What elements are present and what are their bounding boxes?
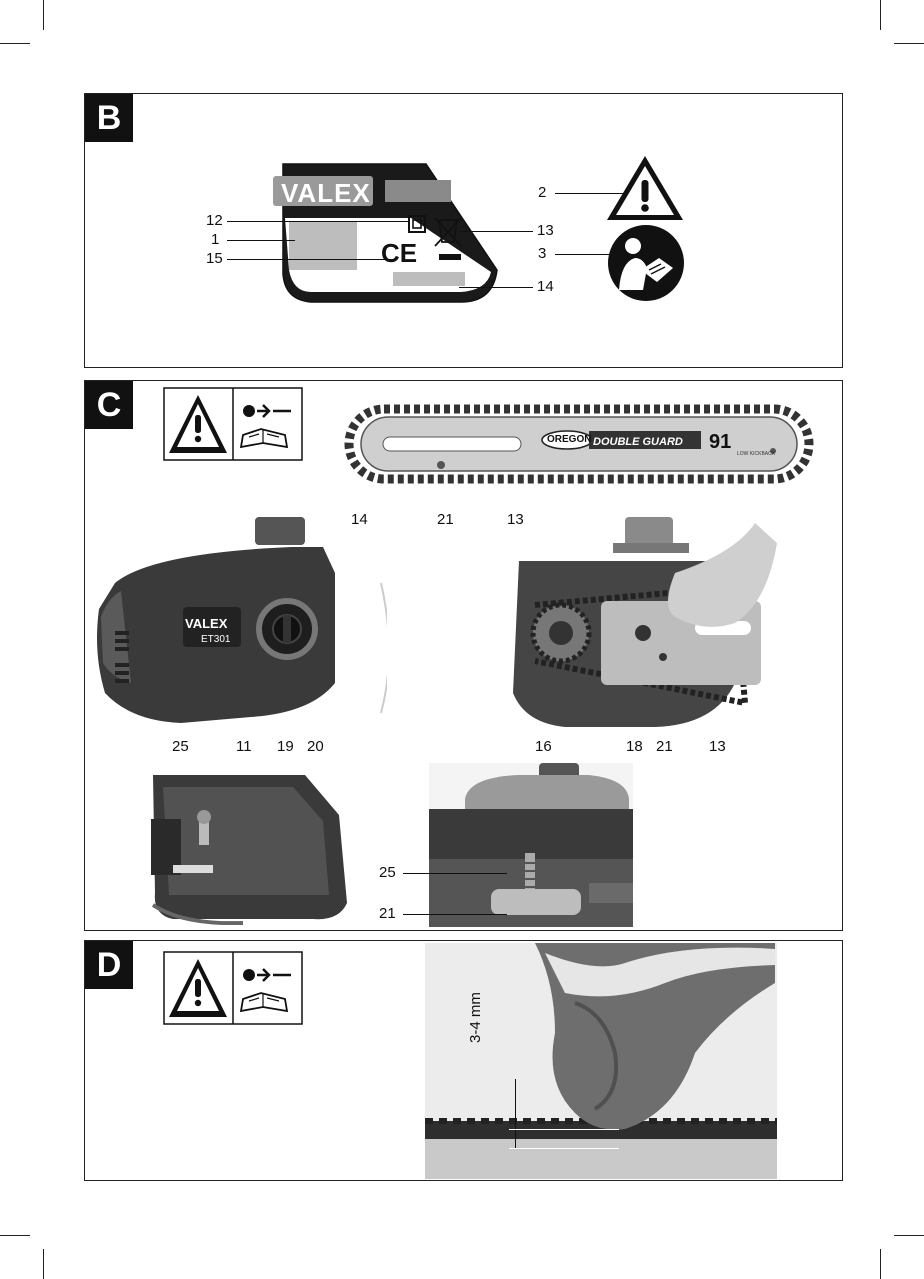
warning-unplug-symbol	[163, 387, 303, 461]
warning-unplug-symbol	[163, 951, 303, 1025]
rating-plate-brand: VALEX	[281, 178, 371, 209]
callout-13: 13	[709, 738, 726, 755]
housing-brand: VALEX	[185, 616, 227, 631]
callout-19: 19	[277, 738, 294, 755]
leader-line	[555, 254, 613, 255]
panel-d-tag: D	[85, 941, 133, 989]
leader-line	[403, 914, 507, 915]
callout-25: 25	[172, 738, 189, 755]
callout-15: 15	[206, 250, 223, 267]
leader-line	[403, 873, 507, 874]
callout-21: 21	[379, 905, 396, 922]
warning-triangle-icon	[603, 152, 687, 224]
housing-model: ET301	[201, 634, 230, 645]
detail-closeup-photo	[429, 763, 633, 927]
crop-mark	[894, 1235, 924, 1236]
crop-mark	[894, 43, 924, 44]
panel-c-tag: C	[85, 381, 133, 429]
callout-1: 1	[211, 231, 219, 248]
crop-mark	[43, 1249, 44, 1279]
crop-mark	[880, 1249, 881, 1279]
bar-small-text: LOW KICKBACK	[737, 451, 775, 457]
tension-measure-label: 3-4 mm	[467, 992, 484, 1043]
leader-line	[459, 287, 533, 288]
panel-b-tag: B	[85, 94, 133, 142]
tension-ref-line	[509, 1129, 619, 1130]
callout-16: 16	[535, 738, 552, 755]
leader-line	[227, 221, 410, 222]
callout-11: 11	[236, 738, 252, 755]
callout-2: 2	[538, 184, 546, 201]
callout-21: 21	[656, 738, 673, 755]
crop-mark	[0, 43, 30, 44]
bar-product-name: DOUBLE GUARD	[593, 436, 683, 448]
callout-12: 12	[206, 212, 223, 229]
leader-line	[227, 240, 295, 241]
svg-text:CE: CE	[381, 238, 417, 268]
callout-14: 14	[537, 278, 554, 295]
housing-photo	[91, 513, 387, 743]
callout-21: 21	[437, 511, 454, 528]
read-manual-icon	[607, 224, 685, 302]
callout-18: 18	[626, 738, 643, 755]
callout-3: 3	[538, 245, 546, 262]
leader-line	[459, 231, 533, 232]
leader-line	[555, 193, 627, 194]
sprocket-photo	[505, 513, 781, 743]
cover-underside-photo	[143, 765, 355, 925]
bar-brand-oregon: OREGON	[547, 434, 591, 445]
bar-code: 91	[709, 431, 731, 454]
callout-13: 13	[537, 222, 554, 239]
tension-ref-line	[509, 1148, 619, 1149]
panel-b: B CE VALEX 12 1 15 13 14 2	[84, 93, 843, 368]
panel-d: D 3-4 mm	[84, 940, 843, 1181]
chain-tension-photo	[425, 943, 777, 1179]
callout-25: 25	[379, 864, 396, 881]
callout-20: 20	[307, 738, 324, 755]
crop-mark	[880, 0, 881, 30]
leader-line	[227, 259, 395, 260]
crop-mark	[43, 0, 44, 30]
crop-mark	[0, 1235, 30, 1236]
tension-measure-line	[515, 1079, 516, 1149]
panel-c: C OREGON DOUBLE GUARD 91 LOW KICKBACK 14…	[84, 380, 843, 931]
